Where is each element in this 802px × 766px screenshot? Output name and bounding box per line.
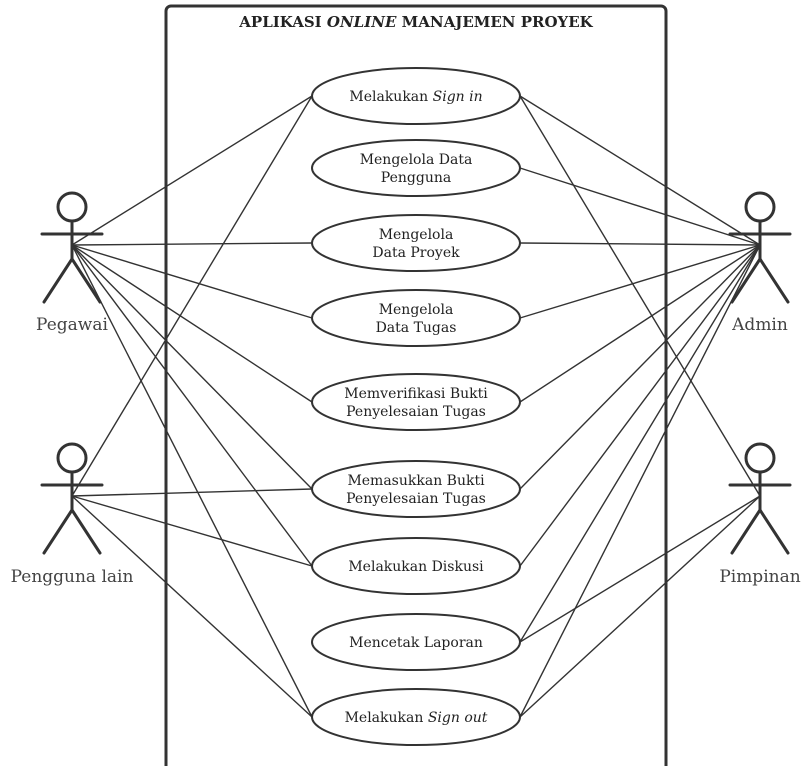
association-pegawai-signin (71, 95, 313, 246)
use-case-ellipse (311, 537, 521, 595)
use-case-laporan: Mencetak Laporan (311, 613, 521, 671)
use-case-label: Penyelesaian Tugas (346, 491, 486, 507)
use-case-label: Melakukan Sign out (345, 710, 488, 726)
use-case-label: Penyelesaian Tugas (346, 404, 486, 420)
actor-pegawai: Pegawai (36, 191, 108, 335)
association-pegawai-diskusi (71, 244, 313, 567)
association-admin-diskusi (519, 244, 761, 567)
use-case-label: Mencetak Laporan (349, 635, 483, 651)
association-pengguna-diskusi (71, 495, 313, 567)
association-pengguna-signout (71, 495, 313, 718)
association-pimpinan-laporan (519, 495, 761, 643)
use-case-label: Melakukan Diskusi (348, 559, 484, 575)
association-admin-signin (519, 95, 761, 246)
stick-figure-icon (40, 191, 104, 304)
association-pengguna-masuk (71, 488, 313, 497)
use-case-diskusi: Melakukan Diskusi (311, 537, 521, 595)
system-title: APLIKASI ONLINE MANAJEMEN PROYEK (238, 13, 593, 31)
use-case-ellipse (311, 139, 521, 197)
actor-admin: Admin (728, 191, 792, 335)
association-admin-proyek (519, 242, 761, 246)
association-admin-tugas (519, 244, 761, 319)
use-case-label: Melakukan Sign in (349, 89, 482, 105)
association-lines (71, 95, 761, 718)
association-pimpinan-signout (519, 495, 761, 718)
use-case-ellipse (311, 289, 521, 347)
use-case-ellipse (311, 67, 521, 125)
association-pegawai-verif (71, 244, 313, 403)
actor-pengguna: Pengguna lain (11, 442, 134, 587)
use-case-label: Data Proyek (372, 245, 460, 261)
association-admin-laporan (519, 244, 761, 643)
actor-label: Pengguna lain (11, 567, 134, 587)
association-admin-verif (519, 244, 761, 403)
system-boundary (164, 4, 668, 766)
actor-label: Pimpinan (719, 567, 800, 587)
use-case-ellipse (311, 460, 521, 518)
actor-label: Pegawai (36, 315, 108, 335)
association-pegawai-masuk (71, 244, 313, 490)
use-case-label: Pengguna (381, 170, 451, 186)
use-case-label: Mengelola Data (360, 152, 473, 168)
use-case-signout: Melakukan Sign out (311, 688, 521, 746)
use-case-label: Memverifikasi Bukti (344, 386, 488, 402)
association-pegawai-signout (71, 244, 313, 718)
association-pimpinan-signin (519, 95, 761, 497)
use-case-label: Data Tugas (376, 320, 457, 336)
use-case-ellipse (311, 688, 521, 746)
use-case-ellipse (311, 214, 521, 272)
association-admin-masuk (519, 244, 761, 490)
stick-figure-icon (728, 442, 792, 555)
use-case-signin: Melakukan Sign in (311, 67, 521, 125)
association-admin-signout (519, 244, 761, 718)
association-admin-pengguna (519, 167, 761, 246)
actor-pimpinan: Pimpinan (719, 442, 801, 587)
use-case-ellipse (311, 613, 521, 671)
use-case-label: Mengelola (379, 302, 454, 318)
association-pengguna-signin (71, 95, 313, 497)
use-case-label: Memasukkan Bukti (347, 473, 485, 489)
association-pegawai-tugas (71, 244, 313, 319)
use-case-label: Mengelola (379, 227, 454, 243)
use-case-ellipse (311, 373, 521, 431)
actor-label: Admin (731, 315, 788, 335)
association-pegawai-proyek (71, 242, 313, 246)
stick-figure-icon (40, 442, 104, 555)
stick-figure-icon (728, 191, 792, 304)
